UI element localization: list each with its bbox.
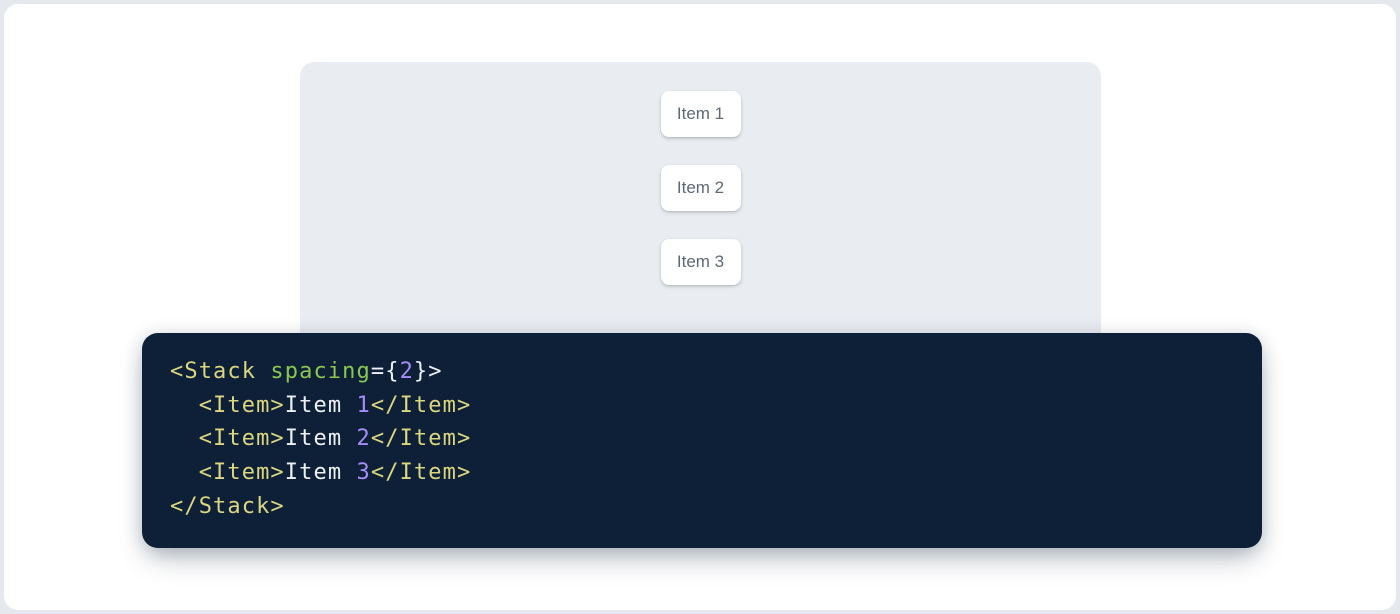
code-block: <Stack spacing={2}> <Item>Item 1</Item> … <box>142 333 1262 548</box>
code-token-number: 1 <box>357 393 371 418</box>
code-token-plain: Item <box>285 393 357 418</box>
code-line: <Item>Item 3</Item> <box>170 456 1234 490</box>
code-token-plain: Item <box>285 426 357 451</box>
code-token-tag: <Stack <box>170 359 270 384</box>
code-token-tag: <Item> <box>199 426 285 451</box>
code-line: <Item>Item 2</Item> <box>170 422 1234 456</box>
code-content: <Stack spacing={2}> <Item>Item 1</Item> … <box>142 333 1262 546</box>
code-token-plain: = <box>371 359 385 384</box>
code-token-number: 2 <box>400 359 414 384</box>
code-token-number: 3 <box>357 460 371 485</box>
code-token-plain <box>170 460 199 485</box>
app-window: Item 1Item 2Item 3 <Stack spacing={2}> <… <box>4 4 1396 610</box>
code-token-tag: <Item> <box>199 393 285 418</box>
code-token-plain: > <box>428 359 442 384</box>
code-token-plain <box>170 426 199 451</box>
stack-item: Item 1 <box>661 91 741 137</box>
code-token-plain: { <box>385 359 399 384</box>
code-token-plain: Item <box>285 460 357 485</box>
code-token-plain <box>170 393 199 418</box>
code-token-tag: </Item> <box>371 393 471 418</box>
code-token-tag: </Stack> <box>170 494 285 519</box>
code-token-tag: </Item> <box>371 460 471 485</box>
stack-item: Item 3 <box>661 239 741 285</box>
code-token-number: 2 <box>357 426 371 451</box>
code-line: <Item>Item 1</Item> <box>170 389 1234 423</box>
code-line: </Stack> <box>170 490 1234 524</box>
code-token-plain: } <box>414 359 428 384</box>
code-token-tag: </Item> <box>371 426 471 451</box>
code-token-attr: spacing <box>270 359 370 384</box>
stack-container: Item 1 Item 2 Item 3 <box>300 62 1101 285</box>
code-token-tag: <Item> <box>199 460 285 485</box>
code-line: <Stack spacing={2}> <box>170 355 1234 389</box>
stack-item: Item 2 <box>661 165 741 211</box>
